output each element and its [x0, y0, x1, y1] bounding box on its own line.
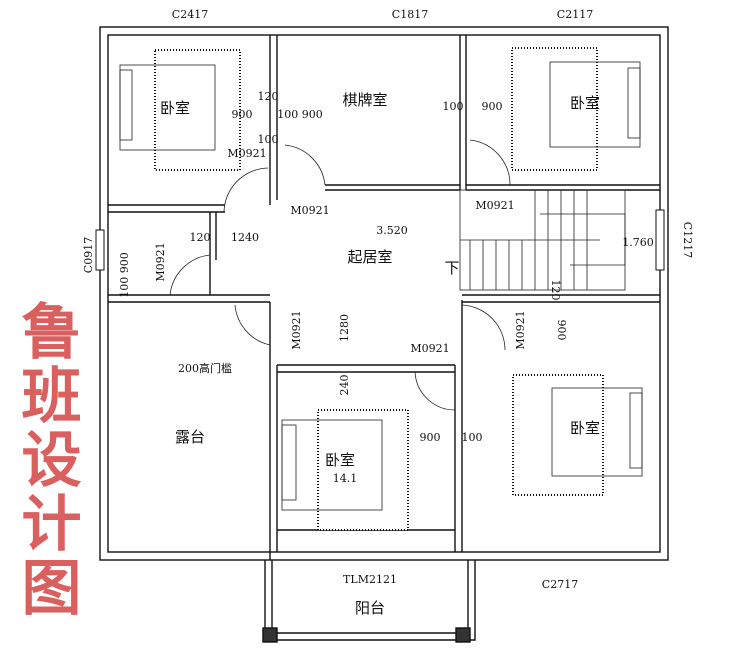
inner-wall-line [107, 34, 661, 553]
door-label: M0921 [290, 204, 329, 217]
door-label: M0921 [475, 199, 514, 212]
dimension: 120 [549, 280, 562, 301]
dimension: 100 900 [277, 108, 323, 121]
window-label: C0917 [82, 237, 95, 273]
room-terrace: 露台 [175, 428, 205, 446]
room-living: 起居室 [347, 248, 392, 266]
door-label: M0921 [514, 310, 527, 349]
dimension: 100 [443, 100, 464, 113]
threshold-note: 200高门槛 [178, 361, 232, 375]
dimension: 100 900 [118, 252, 131, 298]
door-label: M0921 [227, 147, 266, 160]
stair-down: 下 [444, 259, 459, 277]
door-label: TLM2121 [343, 573, 397, 586]
room-card-room: 棋牌室 [342, 91, 387, 109]
dimension: 900 [482, 100, 503, 113]
watermark: 鲁班设计图 [11, 300, 81, 620]
room-bedroom: 卧室 [570, 419, 600, 437]
dimension: 240 [338, 375, 351, 396]
window-label: C1217 [681, 222, 694, 258]
room-area: 14.1 [333, 472, 358, 485]
dimension: 120 [258, 90, 279, 103]
room-bedroom: 卧室 [325, 451, 355, 469]
bed-bottom-middle [281, 409, 409, 531]
dimension: 1280 [338, 314, 351, 342]
room-bedroom: 卧室 [570, 94, 600, 112]
window-label: C1817 [392, 8, 428, 21]
window-left [95, 229, 105, 271]
outer-wall [99, 26, 669, 561]
dimension: 100 [258, 133, 279, 146]
window-label: C2717 [542, 578, 578, 591]
door-label: M0921 [290, 310, 303, 349]
staircase [459, 189, 626, 291]
window-right [655, 209, 665, 271]
room-bedroom: 卧室 [160, 99, 190, 117]
level-mark: 1.760 [622, 236, 654, 249]
bed-top-right [511, 47, 641, 171]
door-label: M0921 [154, 242, 167, 281]
dimension: 120 [190, 231, 211, 244]
door-label: M0921 [410, 342, 449, 355]
dimension: 1240 [231, 231, 259, 244]
balcony-railing [262, 560, 476, 643]
bed-bottom-right [512, 374, 643, 496]
dimension: 100 [462, 431, 483, 444]
room-balcony: 阳台 [355, 599, 385, 617]
level-mark: 3.520 [376, 224, 408, 237]
dimension: 900 [555, 320, 568, 341]
dimension: 900 [232, 108, 253, 121]
bed-top-left [119, 49, 241, 171]
window-label: C2117 [557, 8, 593, 21]
window-label: C2417 [172, 8, 208, 21]
door-swings [169, 139, 511, 411]
dimension: 900 [420, 431, 441, 444]
